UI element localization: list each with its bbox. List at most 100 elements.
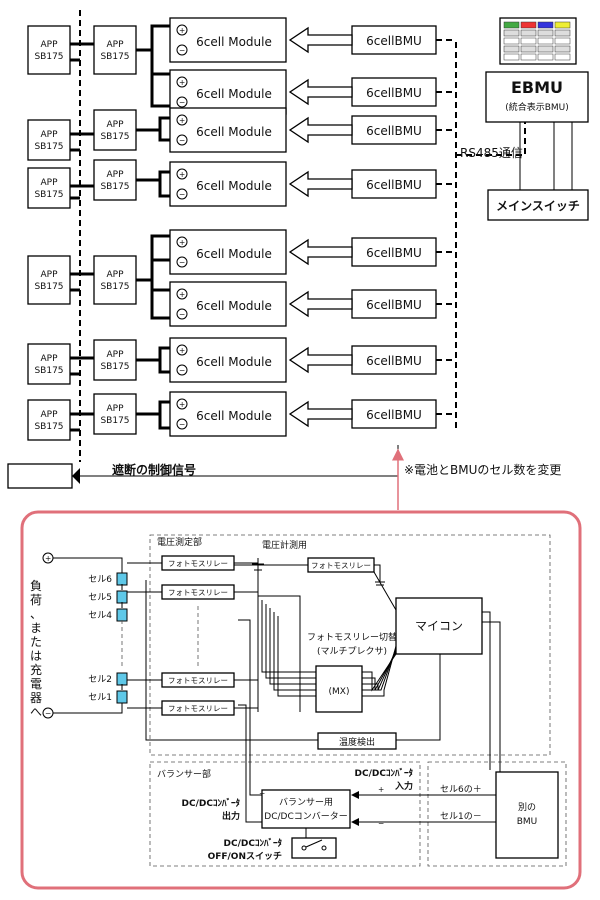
module-box[interactable] [169,229,287,275]
mux-out-wire [362,649,397,691]
power-wire-4 [136,116,170,132]
module-box[interactable] [169,69,287,115]
bmu-to-module-arrow [288,26,353,54]
display-cell [520,37,537,45]
power-wire-16 [70,42,94,416]
bmu-label: 6cellBMU [366,246,422,260]
app-sb175-box[interactable] [93,109,137,151]
bmu-to-module-arrow [288,290,353,318]
other-bmu-box[interactable] [495,771,559,859]
mux-in-wire [261,600,316,673]
main-switch-box[interactable] [487,189,589,221]
app-sb175-box[interactable] [93,159,137,201]
power-wire-13 [136,400,170,416]
module-box[interactable] [169,107,287,153]
module-box[interactable] [169,337,287,383]
temp-to-mcu [396,654,441,741]
power-wire-2 [150,50,170,108]
photomos-relay-label: フォトモスリレー [168,704,228,713]
app-sb175-box[interactable] [27,167,71,209]
app-label: APP [40,270,58,280]
module-box[interactable] [169,281,287,327]
switch-contact-1 [301,845,307,851]
ebmu-box[interactable] [485,71,589,123]
voltage-section-box [149,534,551,756]
bmu-box[interactable] [351,399,437,429]
temp-box[interactable] [317,732,397,750]
bmu-box[interactable] [351,237,437,267]
power-wire-10 [152,258,170,292]
app-sb175-box[interactable] [27,255,71,305]
module-box[interactable] [169,161,287,207]
cell6-plus-label: セル6の＋ [440,784,482,795]
module-box[interactable] [169,17,287,63]
module-minus-circle [176,44,188,56]
display-cell [537,53,554,61]
load-label-char: 負 [30,579,42,593]
temp-label: 温度検出 [339,736,375,748]
module-label: 6cell Module [196,179,272,193]
module-minus-circle [176,134,188,146]
module-minus-circle [176,256,188,268]
app-sb175-box[interactable] [27,119,71,161]
display-cell [554,29,571,37]
relay-bus [257,580,301,712]
app-sb175-box[interactable] [27,343,71,385]
microcontroller-box[interactable] [395,597,483,655]
balancer-box[interactable] [261,789,351,829]
sb175-label: SB175 [34,52,63,62]
module-plus-sign: + [179,78,185,87]
sb175-label: SB175 [34,366,63,376]
change-note: ※電池とBMUのセル数を変更 [404,462,561,477]
app-sb175-box[interactable] [93,339,137,381]
photomos-relay-label: フォトモスリレー [168,559,228,568]
module-label: 6cell Module [196,125,272,139]
app-sb175-box[interactable] [93,255,137,305]
module-label: 6cell Module [196,35,272,49]
dcdc-switch-box[interactable] [291,837,337,859]
cell-label-5: セル1 [88,692,112,703]
module-minus-circle [176,418,188,430]
module-minus-circle [176,188,188,200]
bmu-to-module-arrow [288,170,353,198]
cell-label-3: セル4 [88,610,112,621]
bmu-box[interactable] [351,25,437,55]
module-box[interactable] [169,391,287,437]
mcu-out-1 [482,611,491,770]
app-sb175-box[interactable] [27,25,71,75]
app-sb175-box[interactable] [93,393,137,435]
balancer-section-label: バランサー部 [157,768,211,780]
bmu-box[interactable] [351,169,437,199]
bmu-label: 6cellBMU [366,298,422,312]
load-label-char: 充 [30,662,42,677]
balancer-out-plus [238,619,262,796]
sb175-label: SB175 [34,282,63,292]
app-sb175-box[interactable] [27,399,71,441]
mux-subtitle: (マルチプレクサ) [317,646,387,657]
app-label: APP [106,170,124,180]
plus-terminal-sign: + [45,554,51,563]
module-minus-circle [176,308,188,320]
display-cell [503,21,520,29]
bmu-label: 6cellBMU [366,124,422,138]
display-cell [554,45,571,53]
dcdc-out-label-2: 出力 [222,810,240,822]
module-plus-sign: + [179,400,185,409]
app-sb175-box[interactable] [93,25,137,75]
balancer-box-line-1: バランサー用 [279,797,333,808]
switch-label-2: OFF/ONスイッチ [208,851,282,862]
mux-box[interactable] [315,665,363,713]
display-cell [554,21,571,29]
module-label: 6cell Module [196,247,272,261]
bmu-box[interactable] [351,77,437,107]
bmu-to-module-arrow [288,116,353,144]
